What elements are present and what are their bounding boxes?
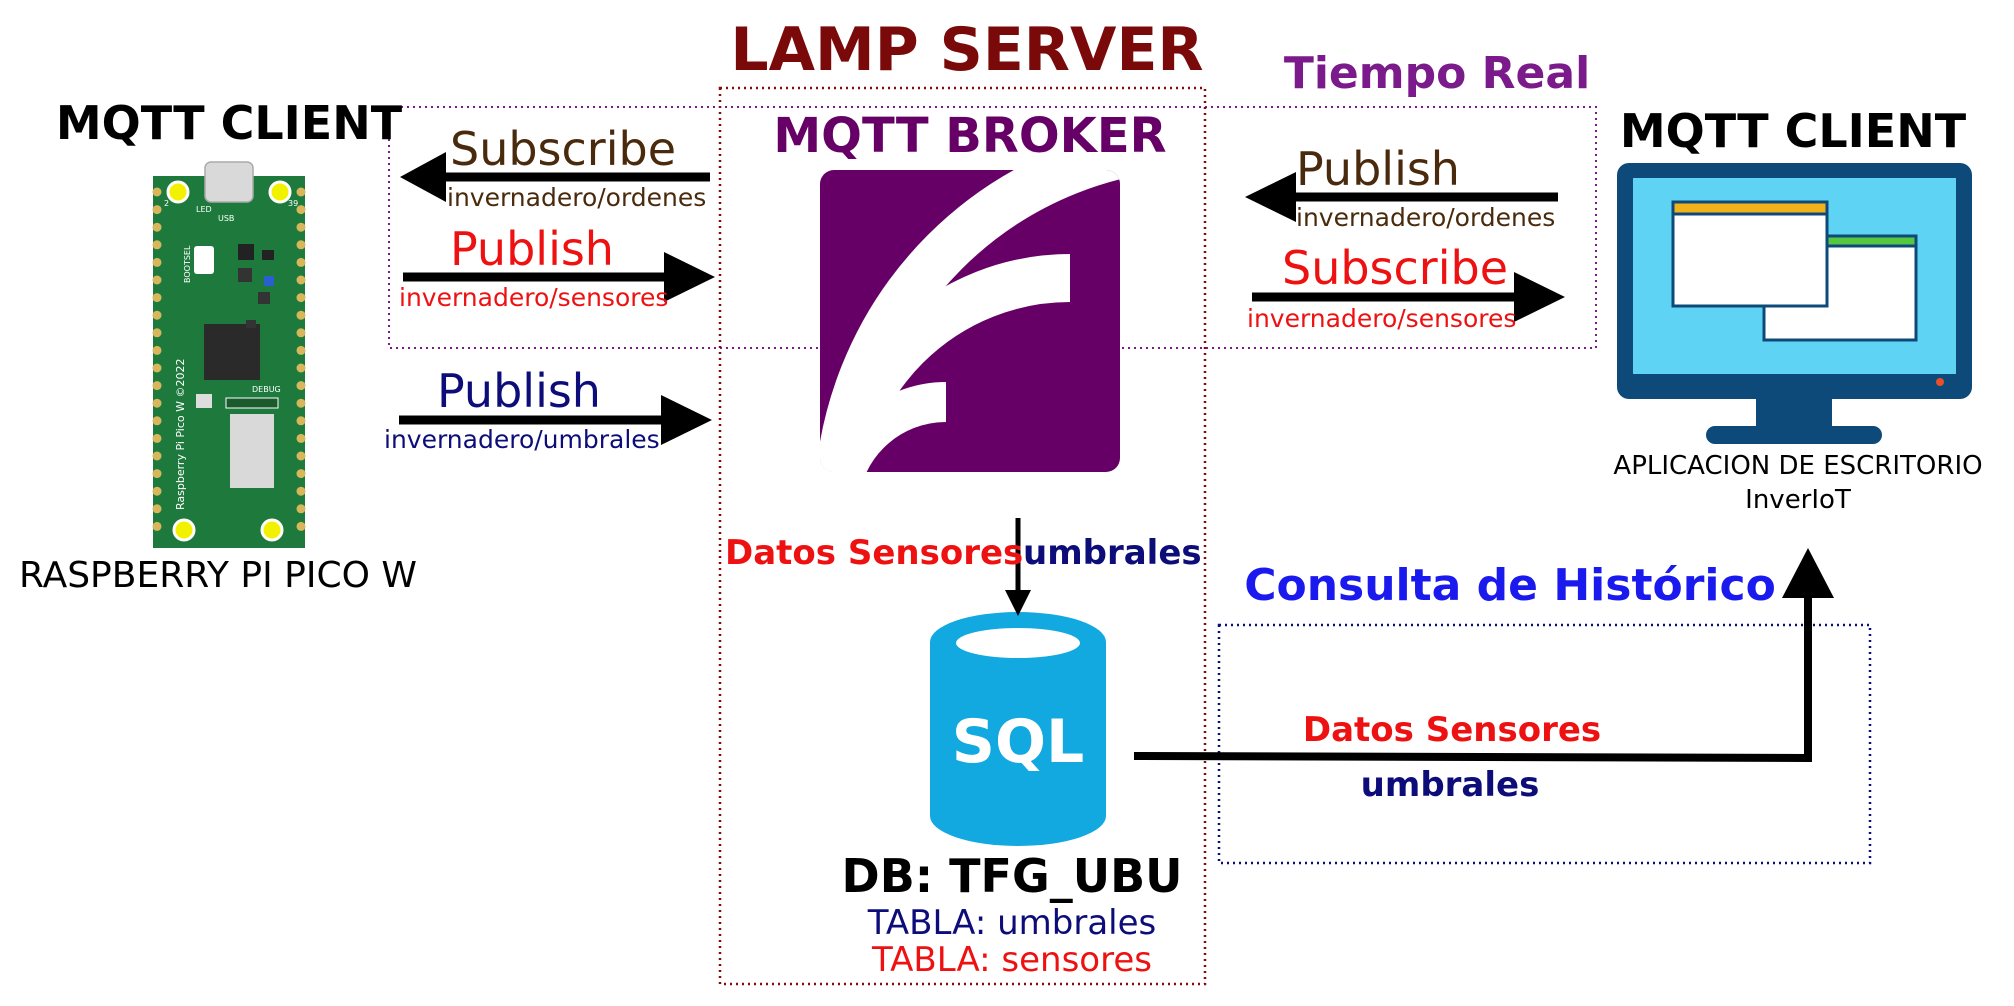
board-pin xyxy=(296,381,306,391)
board-pin xyxy=(152,521,162,531)
board-pin2-label: 2 xyxy=(164,199,169,208)
left-subscribe-topic: invernadero/ordenes xyxy=(447,183,707,212)
board-pin xyxy=(152,504,162,514)
board-pin xyxy=(152,451,162,461)
board-pin xyxy=(152,328,162,338)
board-pin xyxy=(296,275,306,285)
board-led-label: LED xyxy=(196,205,212,214)
realtime-label: Tiempo Real xyxy=(1283,48,1591,99)
board-pin xyxy=(152,345,162,355)
board-pin xyxy=(152,486,162,496)
board-pin xyxy=(296,398,306,408)
board-pin xyxy=(296,293,306,303)
usb-connector xyxy=(204,161,254,203)
arrow-right-subscribe xyxy=(1252,272,1565,322)
board-pin xyxy=(296,205,306,215)
board-pin xyxy=(152,433,162,443)
left-publish-thresholds-action: Publish xyxy=(437,364,601,418)
board-pin xyxy=(296,469,306,479)
board-pin xyxy=(152,310,162,320)
board-pins-right xyxy=(296,187,306,531)
left-client-title: MQTT CLIENT xyxy=(55,96,403,150)
board-pin xyxy=(296,187,306,197)
left-publish-sensors-topic: invernadero/sensores xyxy=(399,283,669,312)
board-debug-label: DEBUG xyxy=(252,385,281,394)
lamp-server-title: LAMP SERVER xyxy=(730,15,1204,85)
right-publish-action: Publish xyxy=(1296,142,1460,196)
board-pin xyxy=(296,328,306,338)
board-pin xyxy=(296,521,306,531)
app-name-line2: InverIoT xyxy=(1745,485,1851,515)
left-subscribe-action: Subscribe xyxy=(450,122,677,176)
board-model-label: Raspberry Pi Pico W ©2022 xyxy=(174,359,187,511)
arrow-broker-to-db xyxy=(1005,518,1031,616)
wireless-broadcast-icon xyxy=(820,170,1120,472)
board-pin xyxy=(152,363,162,373)
board-pin xyxy=(152,398,162,408)
board-pin xyxy=(152,240,162,250)
left-publish-sensors-action: Publish xyxy=(450,222,614,276)
board-pin xyxy=(152,275,162,285)
right-publish-topic: invernadero/ordenes xyxy=(1296,203,1556,232)
board-bootsel-label: BOOTSEL xyxy=(183,245,192,283)
right-subscribe-topic: invernadero/sensores xyxy=(1247,304,1517,333)
board-pin xyxy=(152,257,162,267)
board-pin xyxy=(296,451,306,461)
board-pin xyxy=(296,257,306,267)
board-pin39-label: 39 xyxy=(288,199,298,208)
board-pin xyxy=(296,416,306,426)
arrow-db-to-app xyxy=(1133,548,1834,763)
history-thresholds-label: umbrales xyxy=(1360,765,1540,805)
arrow-left-publish-thresholds xyxy=(399,395,712,445)
history-title: Consulta de Histórico xyxy=(1244,560,1776,611)
board-pin xyxy=(152,187,162,197)
storage-sensors-label: Datos Sensores xyxy=(725,533,1024,573)
board-pin xyxy=(296,486,306,496)
arrow-left-subscribe xyxy=(400,152,710,202)
raspberry-pi-pico-w-board: LED USB DEBUG 2 39 BOOTSEL Raspberry Pi … xyxy=(152,161,306,548)
history-sensors-label: Datos Sensores xyxy=(1302,710,1602,750)
history-frame xyxy=(1217,623,1872,865)
board-pin xyxy=(296,345,306,355)
right-client-title: MQTT CLIENT xyxy=(1619,104,1967,158)
board-pin xyxy=(152,381,162,391)
app-name-line1: APLICACION DE ESCRITORIO xyxy=(1613,451,1983,481)
board-pin xyxy=(296,363,306,373)
board-pin xyxy=(152,416,162,426)
database-name: DB: TFG_UBU xyxy=(841,849,1183,903)
board-pin xyxy=(296,240,306,250)
board-pin xyxy=(296,310,306,320)
table-sensors-label: TABLA: sensores xyxy=(872,940,1152,980)
table-thresholds-label: TABLA: umbrales xyxy=(867,903,1157,943)
board-pin xyxy=(296,504,306,514)
board-pin xyxy=(152,205,162,215)
left-publish-thresholds-topic: invernadero/umbrales xyxy=(384,425,660,454)
board-pin xyxy=(152,293,162,303)
board-pin xyxy=(152,469,162,479)
mqtt-broker-title: MQTT BROKER xyxy=(773,108,1167,164)
board-pins-left xyxy=(152,187,162,531)
right-subscribe-action: Subscribe xyxy=(1282,241,1509,295)
sql-icon-text: SQL xyxy=(952,707,1084,777)
board-pin xyxy=(296,433,306,443)
board-pin xyxy=(152,222,162,232)
database-cylinder-icon: SQL xyxy=(930,612,1106,846)
board-usb-label: USB xyxy=(218,214,234,223)
board-pin xyxy=(296,222,306,232)
realtime-frame xyxy=(388,106,1597,349)
storage-thresholds-label: umbrales xyxy=(1023,533,1202,573)
arrow-right-publish xyxy=(1245,172,1558,222)
device-label: RASPBERRY PI PICO W xyxy=(19,555,417,596)
desktop-monitor-icon xyxy=(1617,163,1972,444)
arrow-left-publish-sensors xyxy=(403,252,715,302)
